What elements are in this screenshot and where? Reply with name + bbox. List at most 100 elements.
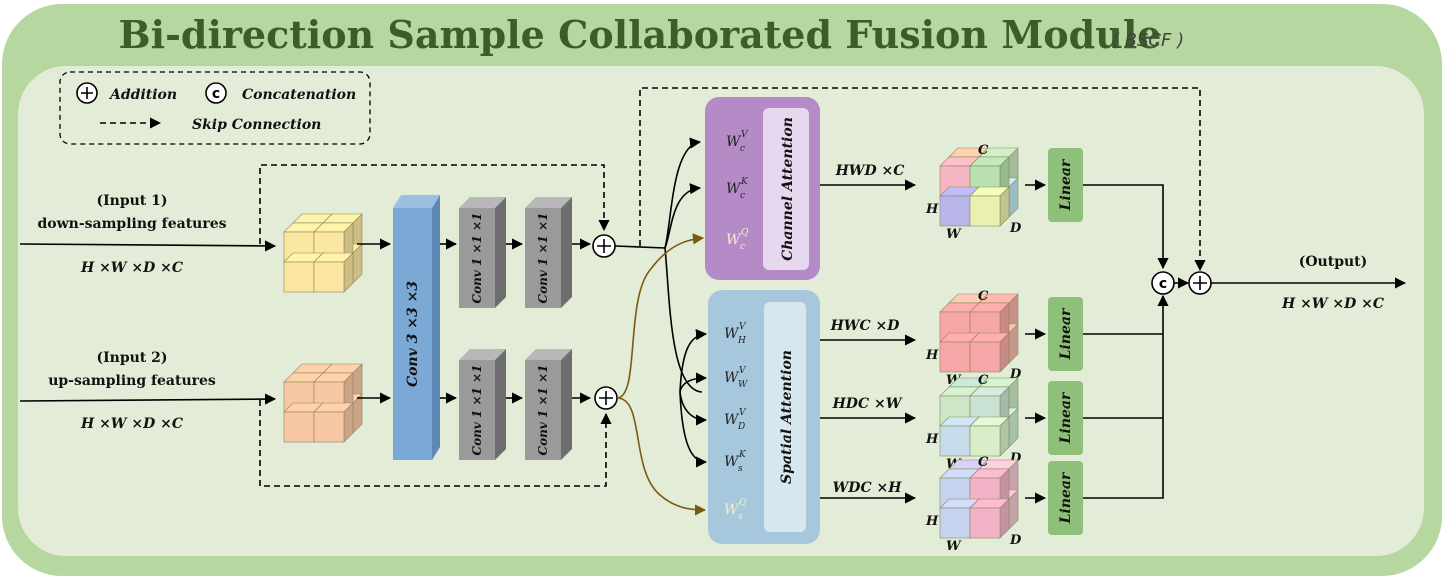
svg-text:Q: Q bbox=[741, 228, 749, 238]
input2-feature-cube bbox=[283, 363, 363, 443]
axis-label-c: C bbox=[978, 143, 989, 158]
conv1-label: Conv 1 ×1 ×1 bbox=[470, 365, 484, 456]
svg-text:W: W bbox=[724, 326, 740, 342]
svg-text:W: W bbox=[724, 502, 740, 518]
conv1-label: Conv 1 ×1 ×1 bbox=[536, 213, 550, 304]
linear-label: Linear bbox=[1058, 158, 1074, 211]
arrow-to-whv bbox=[679, 329, 708, 393]
branch2-dims: HWC ×D bbox=[830, 318, 901, 334]
axis-label-w: W bbox=[946, 227, 962, 242]
conv1x1x1-block: Conv 1 ×1 ×1 bbox=[459, 349, 506, 460]
svg-text:D: D bbox=[737, 422, 745, 432]
svg-text:V: V bbox=[739, 408, 747, 418]
conv1x1x1-block: Conv 1 ×1 ×1 bbox=[525, 349, 572, 460]
linear4-to-concat bbox=[1083, 294, 1169, 499]
channel-attention-label: Channel Attention bbox=[780, 117, 796, 261]
conv1x1x1-block: Conv 1 ×1 ×1 bbox=[459, 197, 506, 308]
input2-name: up-sampling features bbox=[48, 373, 216, 389]
output-title: (Output) bbox=[1299, 254, 1368, 270]
conv3-label: Conv 3 ×3 ×3 bbox=[405, 281, 421, 387]
axis-label-d: D bbox=[1009, 221, 1022, 236]
svg-text:K: K bbox=[738, 450, 747, 460]
svg-text:H: H bbox=[737, 336, 746, 346]
addition-icon bbox=[76, 82, 98, 104]
svg-text:W: W bbox=[726, 232, 742, 248]
input1-dims: H ×W ×D ×C bbox=[80, 260, 183, 276]
svg-text:W: W bbox=[724, 370, 740, 386]
svg-text:V: V bbox=[739, 322, 747, 332]
svg-text:W: W bbox=[726, 181, 742, 197]
svg-text:s: s bbox=[738, 464, 743, 474]
input2-arrow bbox=[19, 393, 277, 405]
input1-arrow bbox=[19, 240, 277, 252]
svg-text:W: W bbox=[726, 134, 742, 150]
svg-text:W: W bbox=[724, 412, 740, 428]
diagram-title: Bi-direction Sample Collaborated Fusion … bbox=[119, 12, 1162, 57]
spatial-attention-label: Spatial Attention bbox=[779, 350, 795, 484]
svg-text:c: c bbox=[740, 144, 745, 154]
axis-label-d: D bbox=[1009, 533, 1022, 548]
input2-title: (Input 2) bbox=[96, 350, 167, 366]
svg-text:c: c bbox=[740, 242, 745, 252]
concat-node-symbol: c bbox=[1159, 276, 1167, 292]
axis-label-h: H bbox=[925, 202, 939, 217]
svg-text:W: W bbox=[738, 380, 748, 390]
input1-feature-cube bbox=[283, 213, 363, 293]
conv1x1x1-block: Conv 1 ×1 ×1 bbox=[525, 197, 572, 308]
branch3-dims: HDC ×W bbox=[832, 396, 903, 412]
concatenation-node: c bbox=[1151, 271, 1175, 295]
svg-text:s: s bbox=[738, 512, 743, 522]
addition-node-2 bbox=[594, 386, 618, 410]
arrow-to-wcv bbox=[664, 137, 702, 249]
axis-label-c: C bbox=[978, 373, 989, 388]
legend-concatenation-label: Concatenation bbox=[242, 87, 356, 103]
branch-cube-1: C HW D bbox=[925, 143, 1022, 242]
axis-label-h: H bbox=[925, 432, 939, 447]
linear-block-3: Linear bbox=[1048, 381, 1083, 455]
axis-label-w: W bbox=[946, 539, 962, 554]
branch1-dims: HWD ×C bbox=[835, 163, 905, 179]
conv1-label: Conv 1 ×1 ×1 bbox=[470, 213, 484, 304]
arrow-to-wsk bbox=[679, 391, 708, 468]
concat-symbol: c bbox=[212, 86, 220, 102]
branch-cube-4: C HW D bbox=[925, 455, 1022, 554]
legend-addition-label: Addition bbox=[108, 87, 177, 103]
arrow-to-wck bbox=[664, 183, 702, 249]
svg-text:W: W bbox=[724, 454, 740, 470]
legend-box bbox=[59, 71, 371, 145]
linear-block-4: Linear bbox=[1048, 461, 1083, 535]
svg-text:K: K bbox=[740, 177, 749, 187]
conv1-label: Conv 1 ×1 ×1 bbox=[536, 365, 550, 456]
concatenation-icon: c bbox=[205, 82, 227, 104]
input1-title: (Input 1) bbox=[96, 193, 167, 209]
axis-label-c: C bbox=[978, 455, 989, 470]
addition-node-final bbox=[1188, 271, 1212, 295]
query-path-channel bbox=[616, 233, 705, 399]
axis-label-h: H bbox=[925, 348, 939, 363]
legend: Addition c Concatenation Skip Connection bbox=[59, 71, 371, 145]
axis-label-c: C bbox=[978, 289, 989, 304]
add1-out-line bbox=[614, 245, 666, 249]
svg-text:V: V bbox=[741, 130, 749, 140]
linear-label: Linear bbox=[1058, 307, 1074, 360]
conv3x3x3-block: Conv 3 ×3 ×3 bbox=[393, 195, 440, 460]
svg-text:V: V bbox=[739, 366, 747, 376]
title-abbreviation: ( BSCF ) bbox=[1112, 30, 1184, 51]
svg-text:Q: Q bbox=[739, 498, 747, 508]
axis-label-h: H bbox=[925, 514, 939, 529]
input1-name: down-sampling features bbox=[37, 216, 226, 232]
query-path-spatial bbox=[616, 397, 707, 516]
